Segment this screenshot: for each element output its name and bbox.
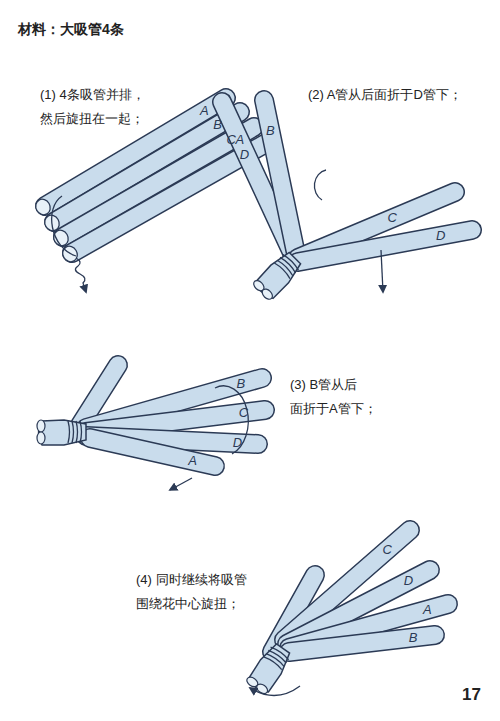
straw-letter: D — [233, 436, 242, 450]
straw-letter: D — [436, 229, 445, 243]
straw-letter: B — [237, 377, 246, 391]
twist-arrow — [75, 258, 86, 292]
straw-outline — [298, 230, 472, 262]
straws — [33, 98, 472, 652]
back-arc — [215, 386, 248, 454]
page-number: 17 — [462, 685, 481, 705]
fold-arrow — [170, 478, 192, 490]
fold-arrow — [381, 250, 383, 292]
straw-open-end — [37, 432, 45, 444]
knot-body — [253, 250, 304, 301]
straw — [298, 230, 472, 262]
twisted-knot — [245, 642, 294, 696]
materials-heading: 材料：大吸管4条 — [18, 20, 124, 38]
twist-wrap — [271, 646, 290, 660]
straw-outline — [63, 127, 254, 237]
straw — [63, 127, 254, 237]
straw-open-end — [33, 197, 53, 218]
straw-letter: C — [387, 211, 396, 225]
step-instruction: (2) A管从后面折于D管下； — [308, 83, 462, 107]
straw-letter: B — [266, 124, 275, 138]
straw-letter: D — [404, 574, 413, 588]
twisted-knot — [37, 420, 86, 445]
straw-letter: A — [423, 603, 432, 617]
straw-letter: C — [383, 543, 392, 557]
straw-body — [63, 127, 254, 237]
step-instruction: (3) B管从后 面折于A管下； — [290, 373, 390, 421]
straw-open-end — [260, 287, 274, 301]
straw-letter: B — [213, 118, 222, 132]
straw-letter: A — [188, 454, 197, 468]
twist-wrap — [283, 254, 300, 271]
straw-body — [264, 100, 296, 254]
back-arc — [314, 170, 326, 200]
knot-body — [246, 642, 294, 695]
straw-letter: D — [240, 148, 249, 162]
rotate-arrow — [250, 686, 300, 696]
step-instruction: (4) 同时继续将吸管 围绕花中心旋扭； — [136, 568, 261, 616]
straw-letter: C — [239, 406, 248, 420]
straw-outline — [264, 100, 296, 254]
straw-letter: A — [235, 133, 244, 147]
twist-arc — [52, 196, 76, 256]
straw-body — [298, 230, 472, 262]
twisted-knot — [252, 250, 304, 302]
twist-wrap — [76, 421, 78, 443]
knot-body — [39, 420, 87, 445]
straw-letter: C — [226, 133, 235, 147]
twist-wrap — [72, 421, 74, 443]
straw — [264, 100, 296, 254]
twist-wrap — [68, 421, 70, 443]
straw-letter: B — [409, 631, 418, 645]
straw-letter: A — [200, 104, 209, 118]
step-instruction: (1) 4条吸管并排， 然后旋扭在一起； — [40, 83, 158, 131]
twist-wrap — [80, 421, 82, 443]
straw-open-end — [37, 420, 45, 432]
